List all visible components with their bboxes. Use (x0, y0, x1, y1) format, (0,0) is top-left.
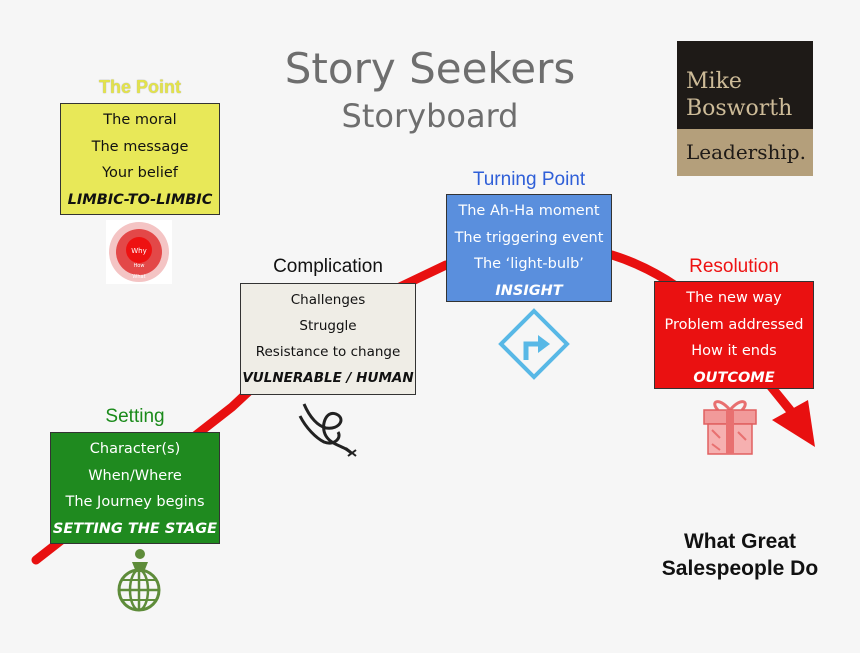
logo-line1: Mike (686, 69, 742, 94)
complication-line: Struggle (299, 318, 357, 334)
setting-emphasis: SETTING THE STAGE (52, 520, 218, 537)
main-subtitle: Storyboard (341, 97, 519, 135)
knot-icon (298, 403, 357, 457)
complication-emphasis: VULNERABLE / HUMAN (242, 370, 414, 386)
tagline-line1: What Great (683, 530, 796, 553)
point-heading: The Point (99, 77, 181, 97)
complication-heading: Complication (273, 256, 383, 277)
resolution-line: Problem addressed (664, 316, 804, 333)
resolution-box: The new way Problem addressed How it end… (654, 281, 814, 389)
tagline: What Great Salespeople Do (640, 528, 840, 582)
resolution-line: How it ends (691, 343, 777, 359)
point-line: Your belief (102, 165, 178, 181)
main-title: Story Seekers (284, 44, 576, 93)
point-emphasis: LIMBIC-TO-LIMBIC (67, 191, 213, 208)
target-label-how: How (134, 263, 145, 269)
target-label-what: What (132, 274, 145, 280)
setting-line: The Journey begins (65, 494, 205, 510)
turn-sign-icon (498, 308, 570, 380)
turning-line: The Ah-Ha moment (458, 203, 600, 219)
arrowhead (772, 400, 815, 447)
turning-emphasis: INSIGHT (495, 282, 563, 299)
logo: Mike Bosworth Leadership. (677, 41, 813, 176)
target-label-why: Why (131, 247, 147, 255)
gift-icon (703, 400, 757, 455)
tagline-line2: Salespeople Do (661, 557, 819, 580)
setting-box: Character(s) When/Where The Journey begi… (50, 432, 220, 544)
point-line: The moral (103, 112, 177, 128)
setting-line: Character(s) (89, 441, 181, 457)
target-circles-icon: Why How What (106, 220, 172, 284)
point-box: The moral The message Your belief LIMBIC… (60, 103, 220, 215)
setting-line: When/Where (88, 467, 182, 484)
resolution-emphasis: OUTCOME (693, 369, 775, 386)
complication-line: Resistance to change (255, 344, 401, 360)
turning-line: The triggering event (454, 229, 604, 246)
turning-box: The Ah-Ha moment The triggering event Th… (446, 194, 612, 302)
logo-line3: Leadership. (677, 129, 813, 176)
globe-person-icon (117, 549, 161, 612)
complication-line: Challenges (290, 292, 366, 308)
logo-line2: Bosworth (686, 96, 793, 121)
setting-heading: Setting (105, 406, 165, 427)
point-line: The message (91, 138, 189, 155)
resolution-line: The new way (686, 290, 782, 306)
turning-heading: Turning Point (472, 169, 586, 190)
complication-box: Challenges Struggle Resistance to change… (240, 283, 416, 395)
resolution-heading: Resolution (689, 256, 779, 277)
turning-line: The ‘light-bulb’ (474, 256, 584, 272)
